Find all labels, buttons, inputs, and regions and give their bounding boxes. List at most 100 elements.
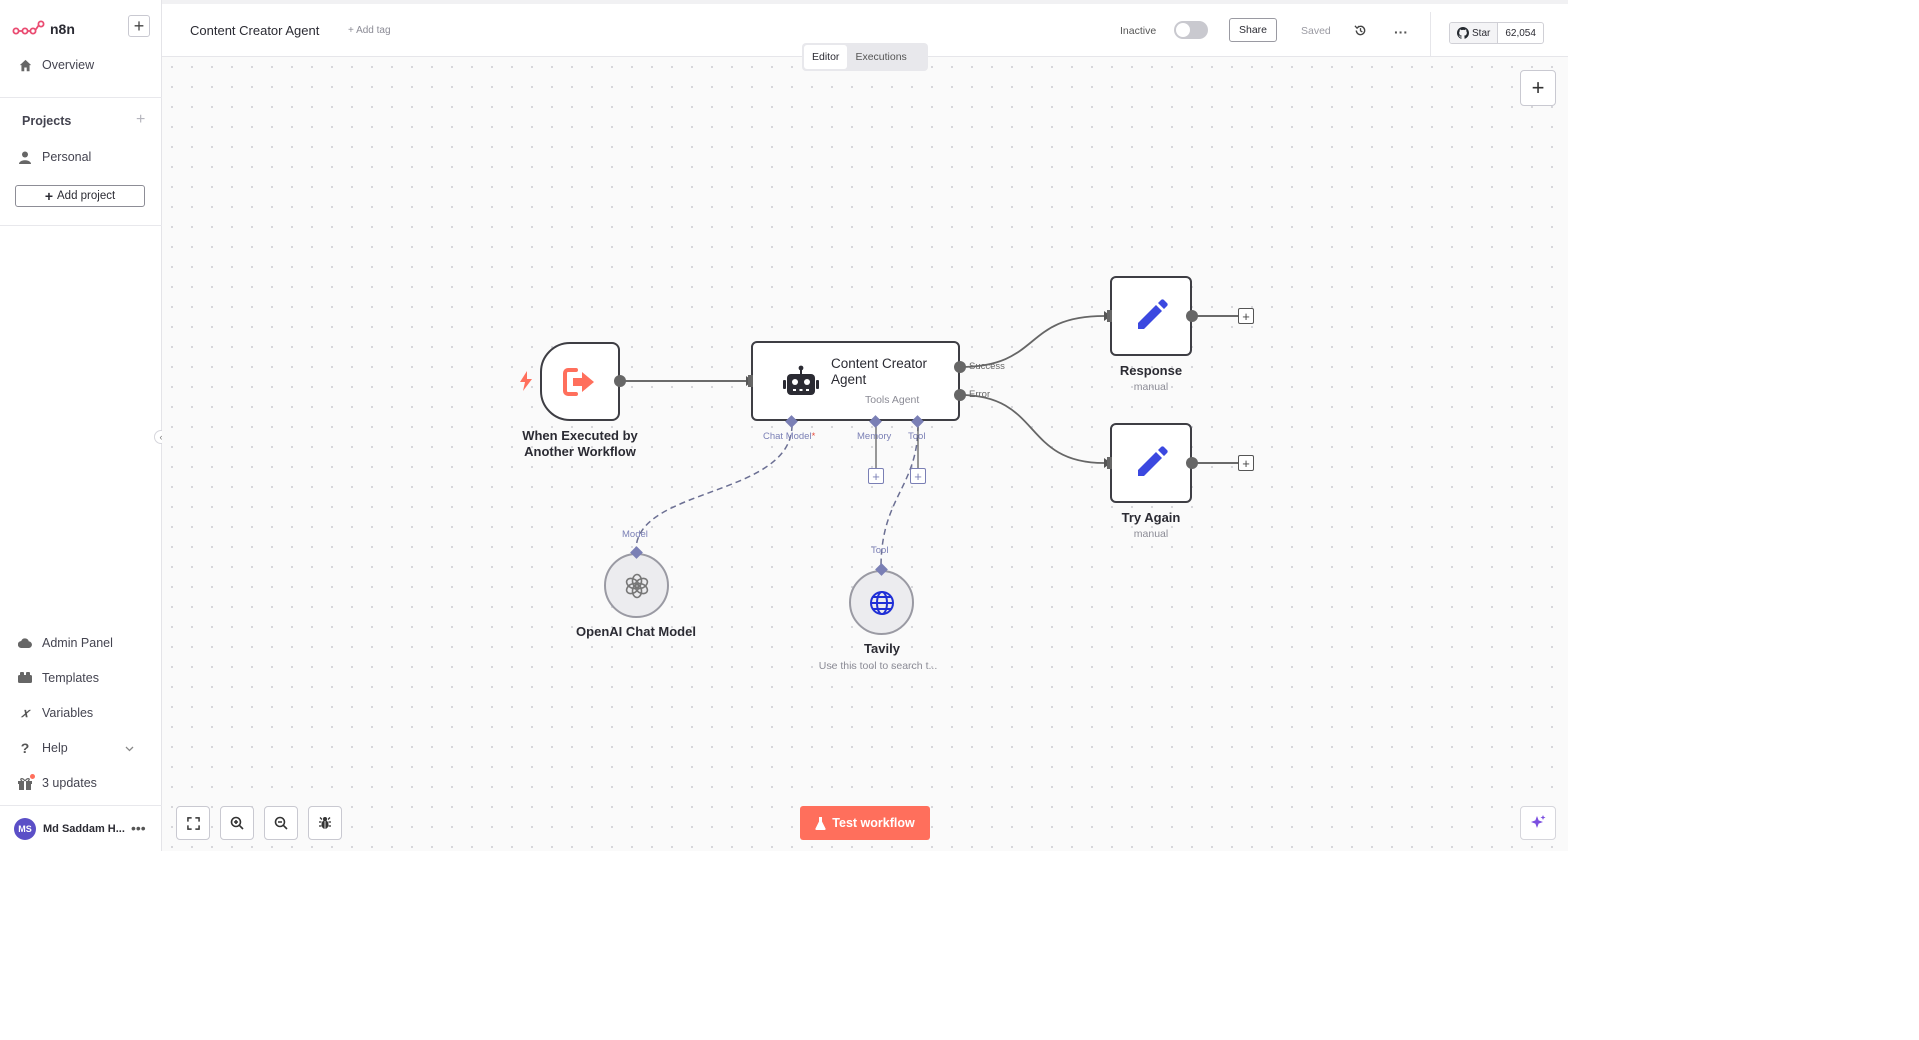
sidebar-item-templates[interactable]: Templates bbox=[18, 667, 99, 689]
zoom-out-button[interactable] bbox=[264, 806, 298, 840]
response-output-handle[interactable] bbox=[1186, 310, 1198, 322]
tab-executions[interactable]: Executions bbox=[855, 51, 907, 63]
add-project-button[interactable]: + Add project bbox=[15, 185, 145, 207]
response-node[interactable] bbox=[1110, 276, 1192, 356]
zoom-out-icon bbox=[274, 816, 288, 830]
response-node-subtitle: manual bbox=[1133, 381, 1169, 393]
memory-port-label: Memory bbox=[857, 431, 892, 442]
help-icon: ? bbox=[20, 740, 30, 756]
logo-text: n8n bbox=[50, 21, 75, 37]
add-project-plus-icon[interactable]: + bbox=[136, 111, 146, 128]
tavily-node[interactable] bbox=[849, 570, 914, 635]
add-tag-link[interactable]: + Add tag bbox=[348, 25, 391, 36]
cloud-icon bbox=[18, 636, 32, 650]
trigger-output-handle[interactable] bbox=[614, 375, 626, 387]
github-star-button[interactable]: Star 62,054 bbox=[1449, 22, 1544, 44]
add-node-button[interactable]: + bbox=[1520, 70, 1556, 106]
trigger-title-line2: Another Workflow bbox=[524, 444, 636, 459]
agent-subtitle: Tools Agent bbox=[865, 394, 920, 406]
avatar: MS bbox=[14, 818, 36, 840]
try-again-node[interactable] bbox=[1110, 423, 1192, 503]
workflow-canvas[interactable]: When Executed by Another Workflow Conten… bbox=[162, 57, 1568, 851]
n8n-logo-icon bbox=[12, 20, 45, 35]
trigger-title-line1: When Executed by bbox=[522, 428, 638, 443]
add-after-response-button[interactable]: + bbox=[1238, 308, 1254, 324]
home-icon bbox=[18, 58, 32, 72]
tavily-node-label: Tavily bbox=[864, 641, 900, 656]
response-input-handle[interactable] bbox=[1107, 310, 1112, 322]
notification-dot bbox=[30, 774, 35, 779]
success-output-label: Success bbox=[969, 361, 1005, 372]
fit-view-button[interactable] bbox=[176, 806, 210, 840]
saved-status: Saved bbox=[1301, 25, 1331, 37]
sidebar-item-personal[interactable]: Personal bbox=[18, 146, 91, 168]
add-after-tryagain-button[interactable]: + bbox=[1238, 455, 1254, 471]
test-workflow-label: Test workflow bbox=[832, 816, 915, 830]
fullscreen-icon bbox=[186, 816, 200, 830]
connection-tool-tavily bbox=[880, 424, 919, 568]
github-icon bbox=[1457, 27, 1469, 39]
tab-editor[interactable]: Editor bbox=[804, 45, 848, 69]
agent-success-handle[interactable] bbox=[954, 361, 966, 373]
sidebar: n8n + Overview Projects + Personal + Add… bbox=[0, 0, 168, 851]
agent-title: Content Creator Agent bbox=[831, 356, 927, 388]
add-tool-button[interactable]: + bbox=[910, 468, 926, 484]
openai-chat-model-node[interactable] bbox=[604, 553, 669, 618]
agent-node[interactable]: Content Creator Agent Tools Agent bbox=[751, 341, 960, 421]
trigger-bolt-icon bbox=[520, 371, 532, 396]
connections-layer bbox=[620, 311, 1238, 568]
templates-icon bbox=[18, 671, 32, 685]
status-label: Inactive bbox=[1120, 25, 1157, 37]
agent-input-handle[interactable] bbox=[748, 375, 753, 387]
try-again-node-label: Try Again bbox=[1121, 510, 1181, 525]
zoom-in-button[interactable] bbox=[220, 806, 254, 840]
trigger-node[interactable] bbox=[540, 342, 620, 421]
tryagain-input-handle[interactable] bbox=[1107, 457, 1112, 469]
user-menu-icon[interactable]: ••• bbox=[131, 820, 146, 836]
history-icon[interactable] bbox=[1354, 24, 1367, 42]
sidebar-divider bbox=[0, 97, 162, 98]
tool-port-label: Tool bbox=[908, 431, 926, 442]
debug-button[interactable] bbox=[308, 806, 342, 840]
user-name: Md Saddam H... bbox=[43, 823, 125, 835]
workflow-title[interactable]: Content Creator Agent bbox=[190, 23, 320, 38]
tavily-tool-port-label: Tool bbox=[871, 545, 889, 556]
chat-model-port-label: Chat Model* bbox=[763, 431, 815, 442]
sidebar-item-admin-panel[interactable]: Admin Panel bbox=[18, 632, 113, 654]
create-new-button[interactable]: + bbox=[128, 15, 150, 37]
sidebar-item-label: Help bbox=[42, 741, 68, 755]
execute-workflow-icon bbox=[563, 367, 594, 396]
globe-icon bbox=[869, 590, 894, 615]
add-memory-button[interactable]: + bbox=[868, 468, 884, 484]
sidebar-item-label: 3 updates bbox=[42, 776, 97, 790]
agent-title-line1: Content Creator bbox=[831, 356, 928, 371]
test-workflow-button[interactable]: Test workflow bbox=[800, 806, 930, 840]
openai-node-label: OpenAI Chat Model bbox=[576, 624, 696, 639]
chevron-down-icon bbox=[125, 741, 134, 755]
sidebar-item-help[interactable]: ? Help bbox=[18, 737, 138, 759]
share-button[interactable]: Share bbox=[1229, 18, 1277, 42]
sidebar-item-updates[interactable]: 3 updates bbox=[18, 772, 97, 794]
tryagain-output-handle[interactable] bbox=[1186, 457, 1198, 469]
zoom-in-icon bbox=[230, 816, 244, 830]
try-again-node-subtitle: manual bbox=[1133, 528, 1169, 540]
pencil-icon bbox=[1138, 446, 1168, 476]
header-separator bbox=[1430, 12, 1431, 56]
agent-error-handle[interactable] bbox=[954, 389, 966, 401]
more-options-icon[interactable]: ··· bbox=[1394, 24, 1408, 40]
ai-assistant-button[interactable] bbox=[1520, 806, 1556, 840]
sidebar-item-overview[interactable]: Overview bbox=[18, 54, 94, 76]
github-star-count: 62,054 bbox=[1505, 27, 1536, 39]
chat-model-label-text: Chat Model bbox=[763, 431, 812, 442]
projects-title: Projects bbox=[22, 114, 72, 128]
sidebar-item-variables[interactable]: 𝑥 Variables bbox=[18, 702, 93, 724]
required-mark: * bbox=[811, 431, 816, 442]
logo[interactable]: n8n bbox=[12, 17, 75, 41]
sidebar-item-label: Admin Panel bbox=[42, 636, 113, 650]
add-project-label: Add project bbox=[57, 190, 116, 202]
bug-icon bbox=[319, 817, 331, 829]
user-profile[interactable]: MS Md Saddam H... bbox=[14, 818, 125, 840]
app-root: n8n + Overview Projects + Personal + Add… bbox=[0, 0, 1568, 851]
agent-title-line2: Agent bbox=[831, 372, 867, 387]
active-toggle[interactable] bbox=[1174, 21, 1208, 39]
